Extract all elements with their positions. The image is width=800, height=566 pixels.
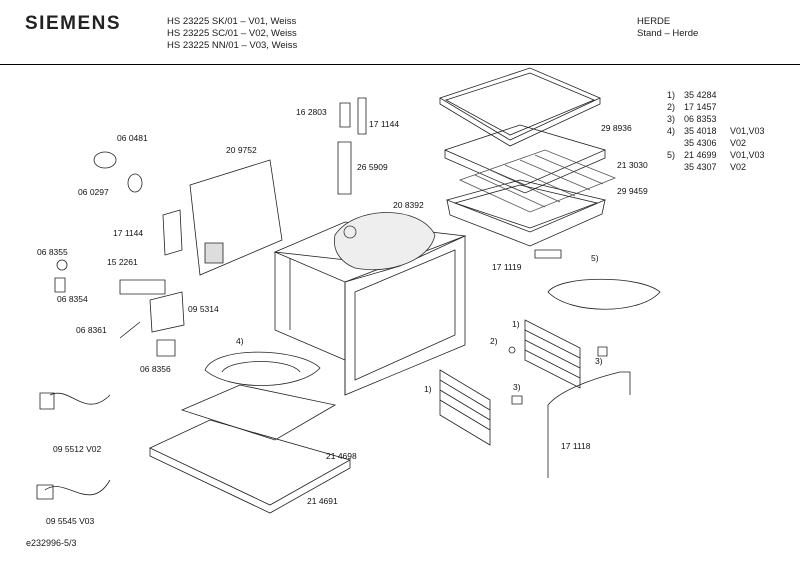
label-208392: 20 8392 (393, 200, 424, 210)
deep-baking-tray (447, 180, 605, 246)
label-068361: 06 8361 (76, 325, 107, 335)
callout-1-right: 1) (512, 319, 520, 329)
screw-part (120, 322, 140, 338)
model-line: HS 23225 NN/01 – V03, Weiss (167, 40, 298, 51)
brand-logo: SIEMENS (25, 13, 122, 34)
legend-row: 3)06 8353 (667, 114, 717, 124)
wire-grid-shelf (460, 150, 615, 212)
header-rule (0, 64, 800, 65)
label-152261: 15 2261 (107, 257, 138, 267)
label-171119: 17 1119 (492, 262, 522, 272)
exhaust-tube (338, 98, 366, 194)
side-rack-right (525, 320, 580, 388)
label-060481: 06 0481 (117, 133, 148, 143)
insulation-mat (334, 213, 435, 270)
hinge-bracket (163, 210, 182, 255)
label-209752: 20 9752 (226, 145, 257, 155)
label-068354: 06 8354 (57, 294, 88, 304)
clip-part (55, 278, 65, 292)
callout-5: 5) (591, 253, 599, 263)
terminal-block (120, 280, 165, 294)
power-cable-v02 (40, 393, 110, 409)
screw-small (509, 347, 515, 353)
callout-4: 4) (236, 336, 244, 346)
category: HERDE Stand – Herde (637, 16, 698, 40)
label-068355: 06 8355 (37, 247, 68, 257)
label-068356: 06 8356 (140, 364, 171, 374)
bracket-small (535, 250, 561, 258)
category-title: HERDE (637, 16, 671, 27)
label-265909: 26 5909 (357, 162, 388, 172)
callout-3-right: 3) (595, 356, 603, 366)
fan-bracket (150, 292, 184, 332)
label-299459: 29 9459 (617, 186, 648, 196)
model-list: HS 23225 SK/01 – V01, Weiss HS 23225 SC/… (167, 16, 297, 52)
top-heater (548, 279, 660, 309)
label-171144-top: 17 1144 (369, 119, 400, 129)
category-subtitle: Stand – Herde (637, 28, 699, 39)
label-095314: 09 5314 (188, 304, 219, 314)
document-id: e232996-5/3 (26, 538, 77, 548)
label-214698: 21 4698 (326, 451, 357, 461)
clip-small (512, 396, 522, 404)
control-knob (94, 152, 116, 168)
enamel-tray (445, 125, 605, 193)
bottom-heater (205, 352, 320, 385)
baking-tray-shallow (440, 68, 600, 146)
callout-3-left: 3) (513, 382, 521, 392)
lamp-holder (157, 340, 175, 356)
model-line: HS 23225 SC/01 – V02, Weiss (167, 28, 297, 39)
door-seal (548, 372, 630, 478)
callout-1-left: 1) (424, 384, 432, 394)
heater-plate (182, 385, 335, 440)
label-171144-left: 17 1144 (113, 228, 144, 238)
legend-row: 2)17 1457 (667, 102, 717, 112)
side-rack-left (440, 370, 490, 445)
legend-row: 1)35 4284 (667, 90, 717, 100)
bottom-tray (150, 420, 350, 513)
callout-2: 2) (490, 336, 498, 346)
label-095512: 09 5512 V02 (53, 444, 102, 454)
knob-cap (128, 174, 142, 192)
model-line: HS 23225 SK/01 – V01, Weiss (167, 16, 297, 27)
label-214691: 21 4691 (307, 496, 338, 506)
label-162803: 16 2803 (296, 107, 327, 117)
label-095545: 09 5545 V03 (46, 516, 95, 526)
label-298936: 29 8936 (601, 123, 632, 133)
power-cable-v03 (37, 480, 110, 499)
label-060297: 06 0297 (78, 187, 109, 197)
label-213030: 21 3030 (617, 160, 648, 170)
cable-grommet (57, 260, 67, 270)
lamp-small (598, 347, 607, 356)
back-panel (190, 160, 282, 275)
label-171118: 17 1118 (561, 441, 591, 451)
